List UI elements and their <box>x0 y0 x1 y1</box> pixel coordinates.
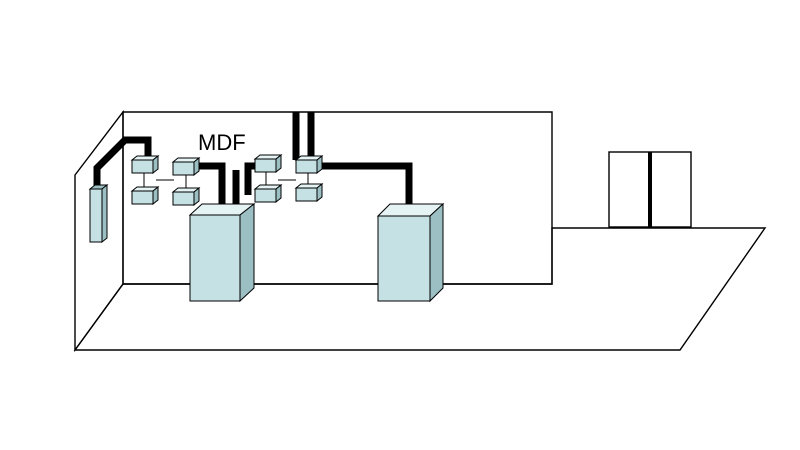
patch-box <box>171 186 201 207</box>
patch-box <box>294 182 324 203</box>
equipment-rack-right <box>376 202 445 303</box>
patch-panels <box>130 153 324 207</box>
patch-box <box>130 185 160 206</box>
doorway <box>608 151 692 228</box>
room-outline <box>73 109 767 353</box>
patch-box <box>294 154 324 175</box>
patch-box <box>253 183 283 204</box>
cable-runs <box>93 112 413 205</box>
patch-connectors <box>143 170 309 190</box>
cable-to-rack-2 <box>320 162 413 205</box>
floor <box>73 227 767 351</box>
patch-box <box>171 156 201 177</box>
equipment-rack-left <box>188 202 256 303</box>
patch-box <box>253 153 283 174</box>
patch-box <box>130 154 160 175</box>
mdf-label: MDF <box>198 130 246 155</box>
wall-mounted-panel <box>88 183 109 244</box>
cable-left-wall <box>93 136 152 186</box>
cable-to-rack-1a <box>194 162 226 205</box>
